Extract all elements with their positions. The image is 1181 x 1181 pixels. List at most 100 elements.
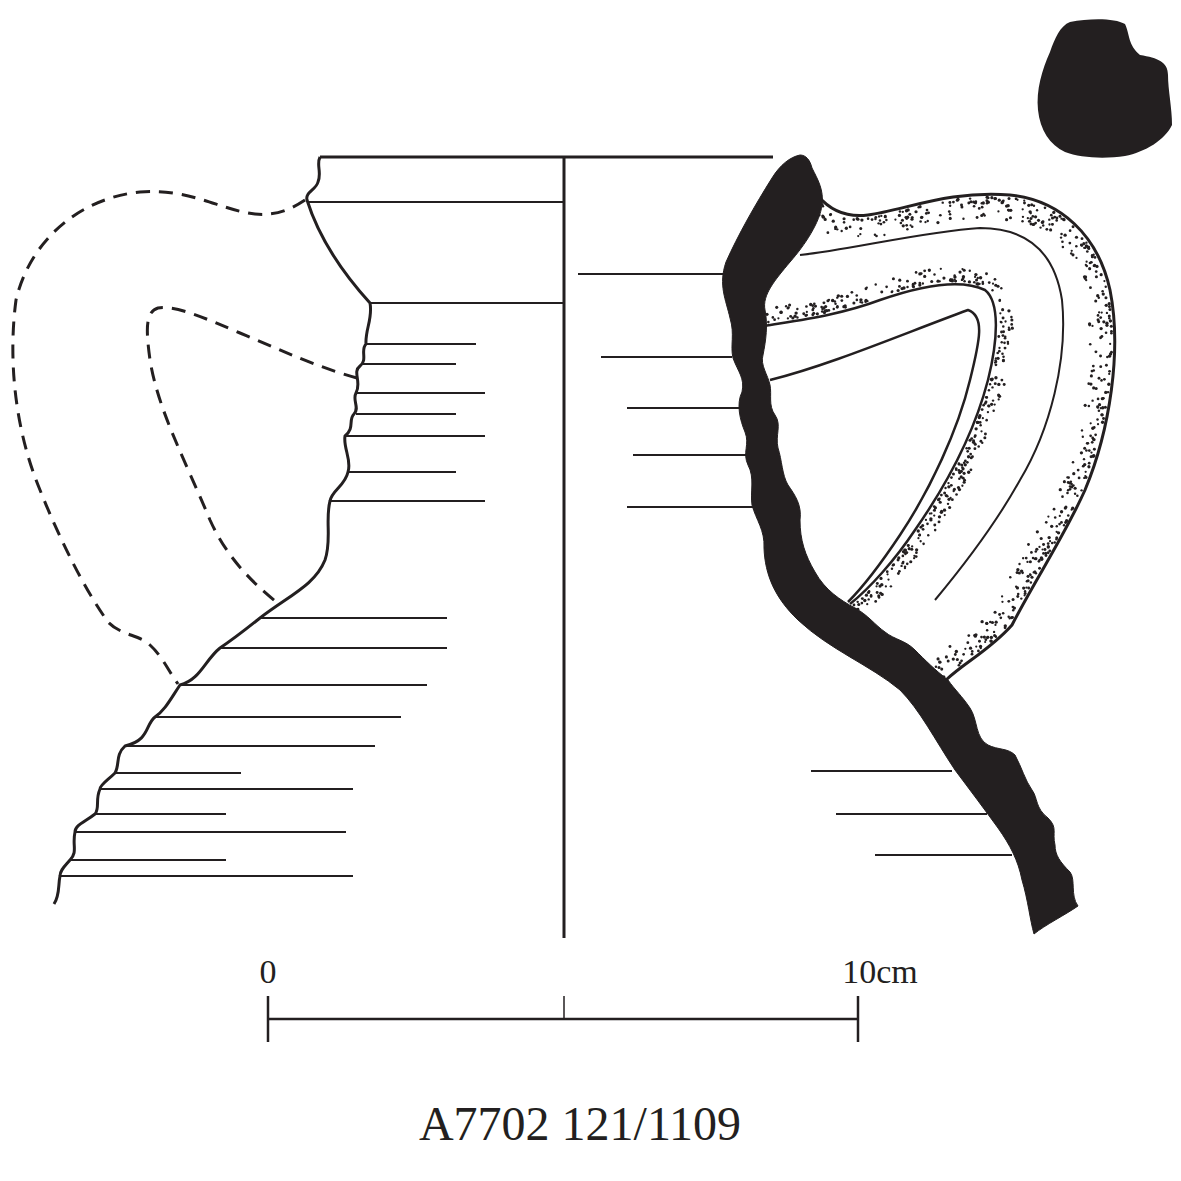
stipple-dot bbox=[805, 314, 808, 317]
stipple-dot bbox=[974, 276, 976, 278]
stipple-dot bbox=[936, 657, 939, 660]
stipple-dot bbox=[930, 512, 932, 514]
stipple-dot bbox=[949, 205, 951, 207]
stipple-dot bbox=[978, 640, 981, 643]
stipple-dot bbox=[1021, 220, 1023, 222]
stipple-dot bbox=[1069, 229, 1072, 232]
stipple-dot bbox=[1070, 252, 1073, 255]
stipple-dot bbox=[897, 572, 900, 575]
stipple-dot bbox=[994, 197, 997, 200]
stipple-dot bbox=[1083, 247, 1085, 249]
axis-line bbox=[563, 157, 566, 938]
stipple-dot bbox=[998, 395, 1001, 398]
stipple-dot bbox=[960, 659, 963, 662]
stipple-dot bbox=[979, 645, 982, 648]
stipple-dot bbox=[834, 226, 837, 229]
stipple-dot bbox=[884, 215, 887, 218]
stipple-dot bbox=[824, 309, 826, 311]
stipple-dot bbox=[834, 303, 836, 305]
wall-section bbox=[723, 155, 1078, 934]
stipple-dot bbox=[975, 282, 978, 285]
stipple-dot bbox=[1085, 241, 1087, 243]
stipple-dot bbox=[949, 213, 952, 216]
stipple-dot bbox=[1108, 354, 1111, 357]
stipple-dot bbox=[1068, 242, 1071, 245]
stipple-dot bbox=[826, 231, 829, 234]
stipple-dot bbox=[990, 196, 993, 199]
stipple-dot bbox=[775, 306, 778, 309]
stipple-dot bbox=[1077, 469, 1080, 472]
stipple-dot bbox=[1106, 312, 1108, 314]
stipple-dot bbox=[1061, 240, 1064, 243]
stipple-dot bbox=[954, 280, 957, 283]
stipple-dot bbox=[907, 544, 910, 547]
stipple-dot bbox=[933, 514, 935, 516]
stipple-dot bbox=[996, 285, 999, 288]
stipple-dot bbox=[1101, 397, 1104, 400]
stipple-dot bbox=[1051, 216, 1054, 219]
stipple-dot bbox=[767, 321, 770, 324]
stipple-dot bbox=[1099, 327, 1102, 330]
stipple-dot bbox=[1088, 322, 1091, 325]
stipple-dot bbox=[906, 228, 908, 230]
scale-label: 0 bbox=[260, 955, 277, 989]
stipple-dot bbox=[1051, 223, 1054, 226]
stipple-dot bbox=[973, 281, 976, 284]
stipple-dot bbox=[1088, 405, 1091, 408]
stipple-dot bbox=[857, 235, 859, 237]
stipple-dot bbox=[1016, 568, 1019, 571]
stipple-dot bbox=[921, 216, 923, 218]
stipple-dot bbox=[945, 655, 948, 658]
stipple-dot bbox=[990, 639, 993, 642]
stipple-dot bbox=[880, 223, 883, 226]
scale-label: 10cm bbox=[842, 955, 918, 989]
stipple-dot bbox=[1045, 521, 1048, 524]
stipple-dot bbox=[975, 645, 977, 647]
stipple-dot bbox=[983, 214, 985, 216]
stipple-dot bbox=[1059, 488, 1062, 491]
stipple-dot bbox=[1023, 201, 1026, 204]
stipple-dot bbox=[963, 280, 965, 282]
stipple-dot bbox=[1000, 321, 1002, 323]
stipple-dot bbox=[963, 481, 966, 484]
stipple-dot bbox=[1086, 250, 1089, 253]
stipple-dot bbox=[958, 488, 961, 491]
stipple-dot bbox=[1027, 204, 1030, 207]
stipple-dot bbox=[976, 216, 979, 219]
stipple-dot bbox=[1042, 552, 1045, 555]
stipple-dot bbox=[1009, 216, 1012, 219]
stipple-dot bbox=[947, 485, 950, 488]
stipple-dot bbox=[1083, 275, 1086, 278]
stipple-dot bbox=[958, 463, 961, 466]
stipple-dot bbox=[787, 306, 789, 308]
stipple-dot bbox=[966, 461, 969, 464]
stipple-dot bbox=[1091, 325, 1093, 327]
stipple-dot bbox=[927, 220, 929, 222]
stipple-dot bbox=[1063, 480, 1066, 483]
stipple-dot bbox=[1053, 508, 1056, 511]
stipple-dot bbox=[1065, 519, 1068, 522]
stipple-dot bbox=[829, 214, 832, 217]
stipple-dot bbox=[1040, 556, 1043, 559]
exterior-profile bbox=[54, 157, 371, 904]
stipple-dot bbox=[1038, 546, 1040, 548]
stipple-dot bbox=[902, 211, 904, 213]
stipple-dot bbox=[856, 299, 859, 302]
stipple-dot bbox=[926, 209, 929, 212]
stipple-dot bbox=[843, 221, 846, 224]
stipple-dot bbox=[1023, 594, 1025, 596]
stipple-dot bbox=[969, 270, 971, 272]
stipple-dot bbox=[1101, 311, 1103, 313]
stipple-dot bbox=[994, 624, 996, 626]
stipple-dot bbox=[979, 276, 982, 279]
stipple-dot bbox=[1085, 449, 1088, 452]
handle-section bbox=[1038, 19, 1172, 157]
stipple-dot bbox=[874, 216, 877, 219]
stipple-dot bbox=[993, 634, 996, 637]
stipple-dot bbox=[1028, 210, 1031, 213]
profile-lines bbox=[13, 157, 1115, 1042]
stipple-dot bbox=[840, 230, 842, 232]
stipple-dot bbox=[908, 547, 911, 550]
stipple-dot bbox=[938, 661, 941, 664]
stipple-dot bbox=[922, 543, 925, 546]
